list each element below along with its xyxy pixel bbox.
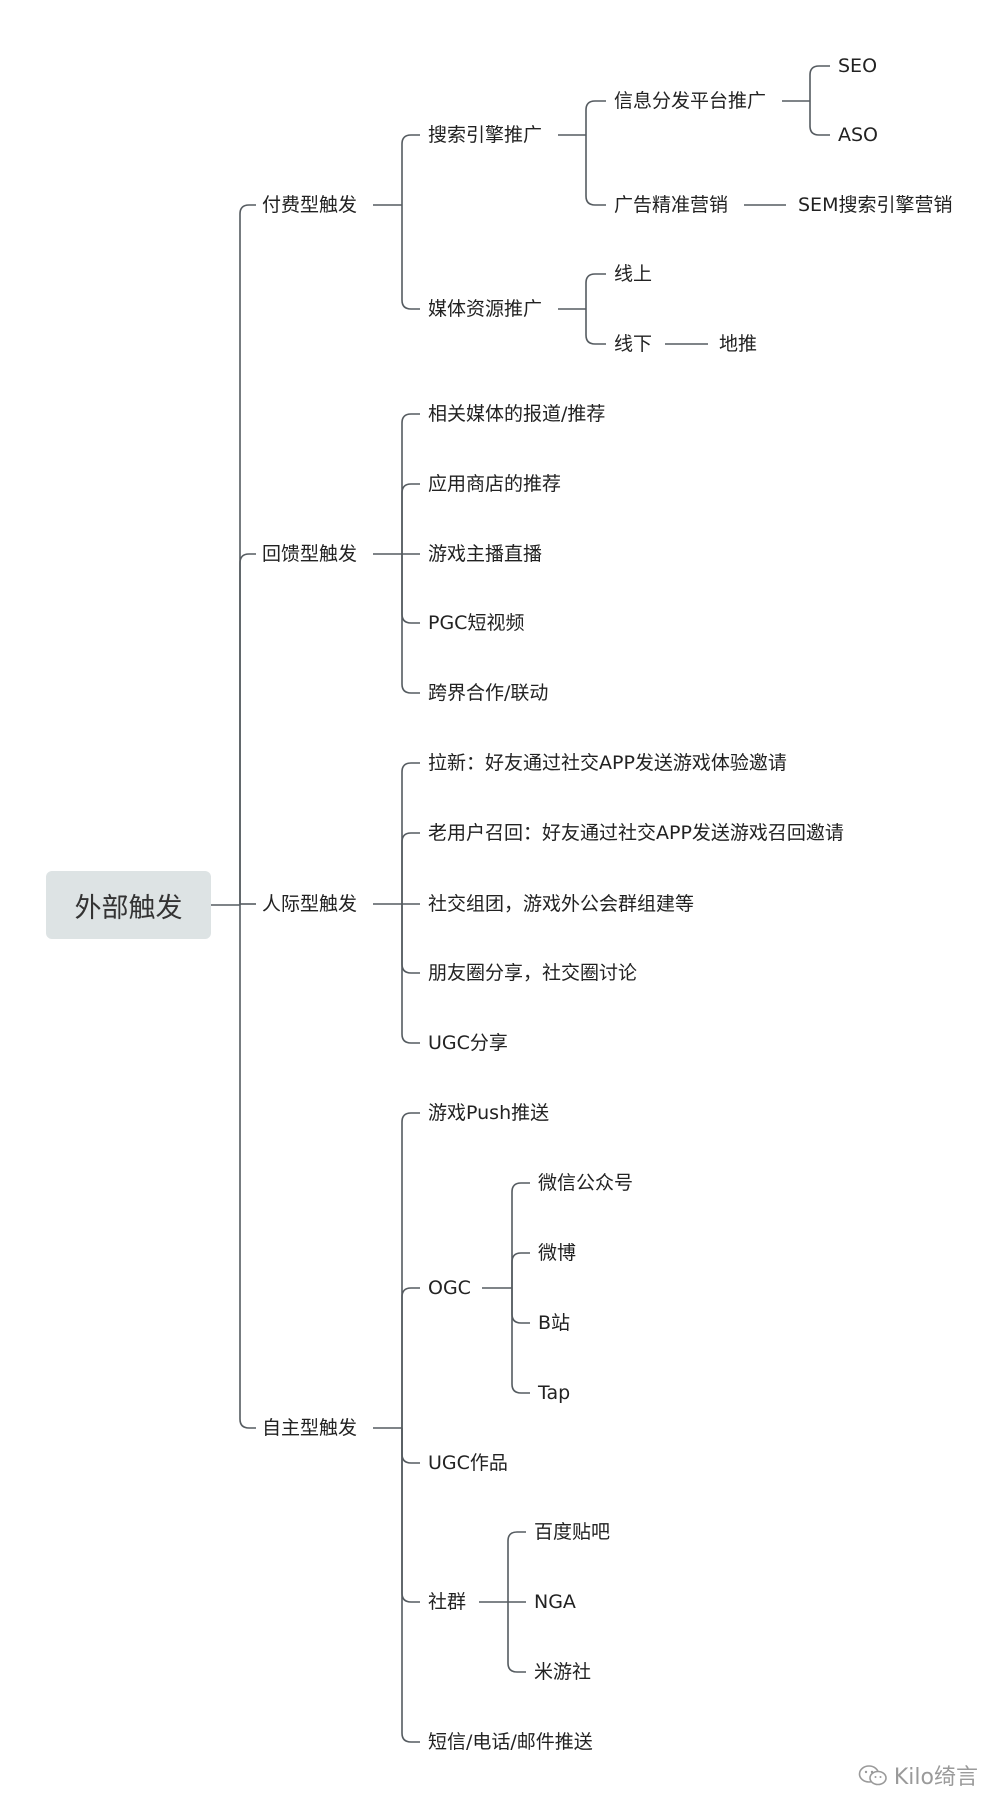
connector-line bbox=[239, 204, 256, 905]
node-bilibili: B站 bbox=[538, 1312, 571, 1334]
connector-line bbox=[401, 1428, 420, 1464]
connector-line bbox=[401, 1112, 420, 1428]
node-ground-push: 地推 bbox=[719, 333, 758, 355]
node-autonomous: 自主型触发 bbox=[262, 1417, 358, 1439]
node-recall: 老用户召回：好友通过社交APP发送游戏召回邀请 bbox=[428, 822, 844, 844]
node-ugc-works: UGC作品 bbox=[428, 1452, 508, 1474]
watermark-text: Kilo绮言 bbox=[893, 1765, 978, 1790]
node-precise-ad: 广告精准营销 bbox=[614, 194, 729, 216]
node-moments: 朋友圈分享，社交圈讨论 bbox=[428, 962, 638, 984]
node-app-store: 应用商店的推荐 bbox=[428, 473, 562, 495]
root-node: 外部触发 bbox=[46, 871, 211, 939]
connector-line bbox=[511, 1252, 530, 1288]
node-tap: Tap bbox=[538, 1382, 571, 1404]
node-push: 游戏Push推送 bbox=[428, 1102, 550, 1124]
connector-line bbox=[401, 904, 420, 1044]
connector-line bbox=[239, 553, 256, 905]
node-paid: 付费型触发 bbox=[262, 194, 358, 216]
connector-line bbox=[809, 101, 830, 136]
connector-line bbox=[401, 1287, 420, 1428]
node-info-distribution: 信息分发平台推广 bbox=[614, 90, 767, 112]
connector-line bbox=[401, 554, 420, 624]
node-aso: ASO bbox=[838, 124, 879, 146]
node-pgc-video: PGC短视频 bbox=[428, 612, 525, 634]
connector-line bbox=[511, 1288, 530, 1324]
node-streamer: 游戏主播直播 bbox=[428, 543, 543, 565]
node-wechat-official: 微信公众号 bbox=[538, 1172, 634, 1194]
node-feedback: 回馈型触发 bbox=[262, 543, 358, 565]
connector-line bbox=[401, 205, 420, 310]
node-offline: 线下 bbox=[614, 333, 653, 355]
connector-line bbox=[585, 135, 606, 206]
node-ugc-share: UGC分享 bbox=[428, 1032, 508, 1054]
node-weibo: 微博 bbox=[538, 1242, 577, 1264]
node-online: 线上 bbox=[614, 263, 653, 285]
connector-line bbox=[401, 134, 420, 205]
connector-line bbox=[507, 1602, 526, 1673]
node-tieba: 百度贴吧 bbox=[534, 1521, 611, 1543]
node-social-group: 社交组团，游戏外公会群组建等 bbox=[428, 893, 695, 915]
node-community: 社群 bbox=[428, 1591, 467, 1613]
node-invite-new: 拉新：好友通过社交APP发送游戏体验邀请 bbox=[428, 752, 787, 774]
connector-line bbox=[401, 554, 420, 694]
watermark: Kilo绮言 bbox=[858, 1759, 978, 1791]
node-ogc: OGC bbox=[428, 1277, 471, 1299]
wechat-icon bbox=[858, 1765, 887, 1786]
connector-line bbox=[511, 1182, 530, 1288]
connector-line bbox=[401, 832, 420, 904]
node-miyoushe: 米游社 bbox=[534, 1661, 592, 1683]
connector-line bbox=[511, 1288, 530, 1394]
node-interpersonal: 人际型触发 bbox=[262, 893, 358, 915]
node-sms-email: 短信/电话/邮件推送 bbox=[428, 1731, 593, 1753]
connector-line bbox=[401, 904, 420, 974]
connector-line bbox=[401, 1428, 420, 1603]
connector-line bbox=[809, 65, 830, 101]
node-nga: NGA bbox=[534, 1591, 576, 1613]
connector-line bbox=[401, 762, 420, 904]
root-label: 外部触发 bbox=[74, 892, 183, 924]
connector-line bbox=[401, 413, 420, 554]
connector-line bbox=[585, 100, 606, 135]
connector-line bbox=[507, 1531, 526, 1602]
connector-line bbox=[401, 1428, 420, 1743]
connector-line bbox=[239, 905, 256, 1429]
node-seo: SEO bbox=[838, 55, 878, 77]
node-media-report: 相关媒体的报道/推荐 bbox=[428, 403, 606, 425]
node-crossover: 跨界合作/联动 bbox=[428, 682, 549, 704]
connector-line bbox=[401, 483, 420, 554]
node-sem: SEM搜索引擎营销 bbox=[798, 194, 953, 216]
node-search-promo: 搜索引擎推广 bbox=[428, 124, 543, 146]
connector-line bbox=[585, 273, 606, 309]
node-media-promo: 媒体资源推广 bbox=[428, 298, 543, 320]
connector-line bbox=[585, 309, 606, 345]
